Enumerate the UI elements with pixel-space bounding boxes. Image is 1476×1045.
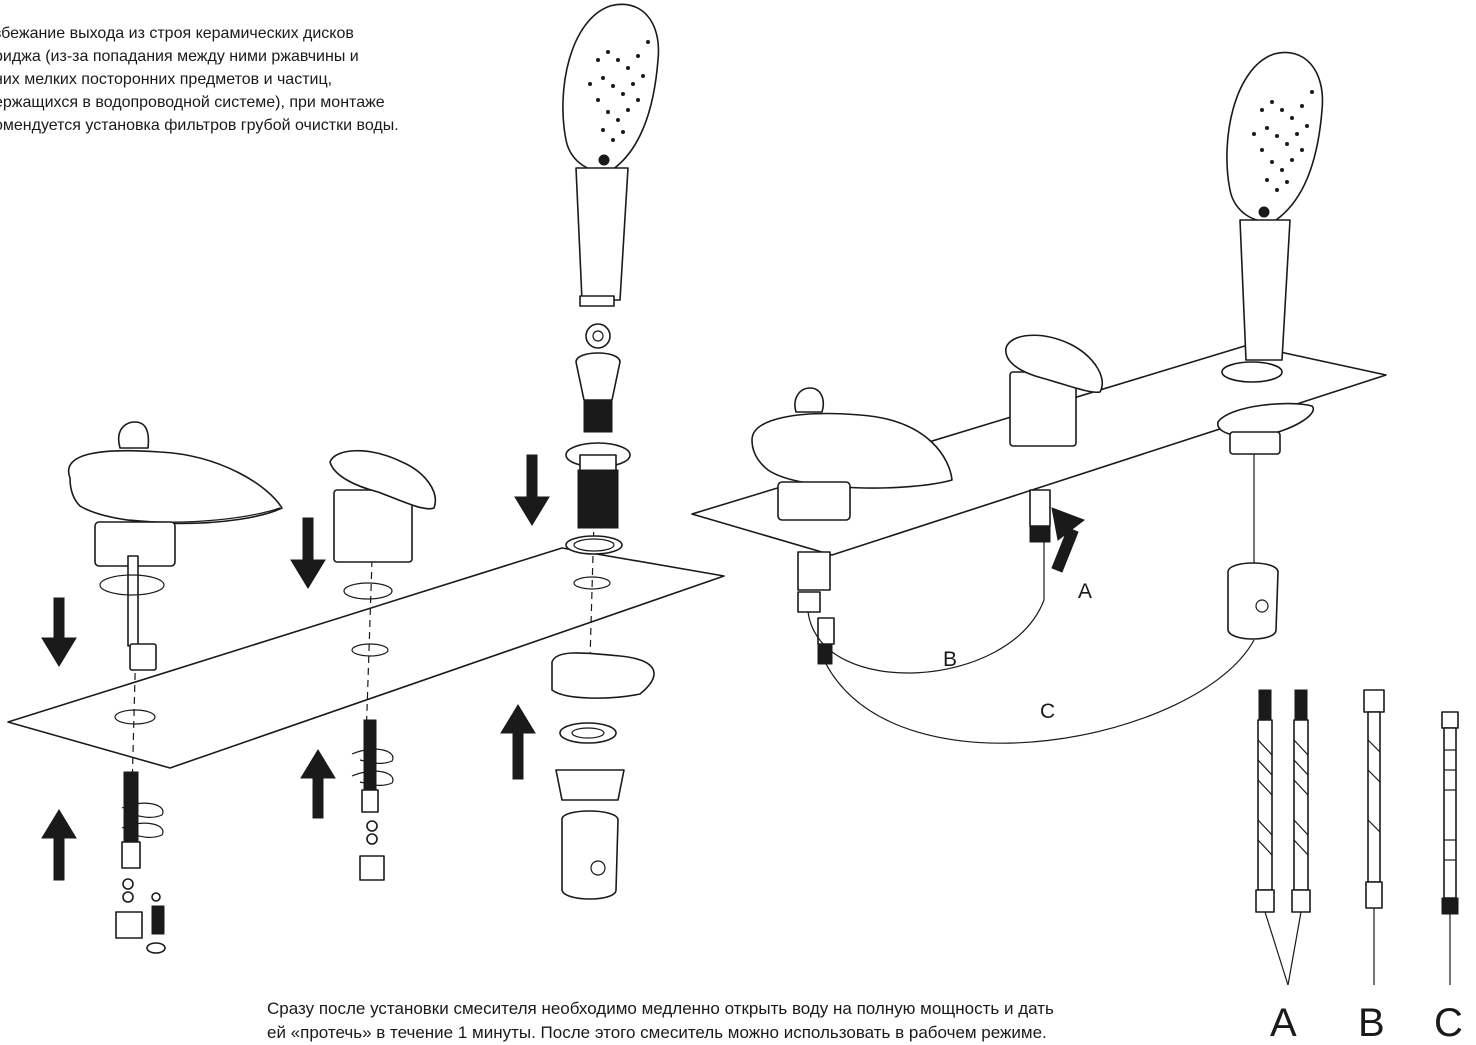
label-b: B: [943, 648, 957, 671]
shower-hose-c: [1441, 711, 1459, 915]
spout: [751, 387, 953, 521]
shower-holder-stem: [565, 442, 631, 529]
legend-a: A: [1270, 1001, 1297, 1040]
exploded-view: [7, 3, 725, 954]
spout-connector: [115, 771, 166, 954]
handshower: [1221, 51, 1324, 383]
note-line: них мелких посторонних предметов и части…: [0, 71, 333, 88]
mixer-body: [329, 449, 437, 563]
hose-b: [807, 542, 1045, 674]
flush-instruction-note: Сразу после установки смесителя необходи…: [267, 997, 1227, 1045]
mixer-connector: [351, 719, 394, 881]
note-line: риджа (из-за попадания между ними ржавчи…: [0, 48, 359, 65]
washer: [559, 722, 617, 744]
arrow-down-icon: [41, 597, 77, 667]
hose-weight: [1227, 562, 1279, 640]
handshower: [562, 3, 660, 307]
holder-flange: [551, 652, 655, 699]
hose-legend: A B C: [1255, 689, 1463, 1040]
filter-recommendation-note: збежание выхода из строя керамических ди…: [0, 22, 514, 137]
note-line: омендуется установка фильтров грубой очи…: [0, 117, 399, 134]
hose-weight: [561, 810, 619, 900]
arrow-up-icon: [300, 749, 336, 819]
arrow-up-icon: [500, 704, 536, 780]
hose-c: [825, 639, 1255, 744]
arrow-up-icon: [1051, 507, 1086, 573]
label-a: A: [1078, 580, 1092, 603]
braided-hose-a: [1291, 689, 1311, 913]
plate-hole: [573, 576, 611, 590]
note-line: ей «протечь» в течение 1 минуты. После э…: [267, 1023, 1047, 1042]
legend-b: B: [1358, 1001, 1385, 1040]
braided-hose-a: [1255, 689, 1275, 913]
arrow-down-icon: [290, 517, 326, 589]
alignment-line: [365, 559, 373, 741]
note-line: Сразу после установки смесителя необходи…: [267, 999, 1054, 1018]
plate-hole: [351, 643, 389, 657]
plate-hole: [114, 709, 156, 725]
spray-nozzles: [588, 40, 650, 142]
mixer-body: [1005, 334, 1104, 447]
deck-plate: [7, 547, 725, 769]
washer: [585, 323, 611, 349]
spout: [67, 421, 283, 671]
braided-hose-b: [1363, 689, 1385, 909]
o-ring: [99, 574, 165, 596]
fixing-nut: [555, 769, 625, 801]
hose-nut: [575, 352, 621, 433]
arrow-up-icon: [41, 809, 77, 881]
o-ring: [343, 582, 393, 600]
label-c: C: [1040, 700, 1055, 723]
assembled-view: A B C: [691, 51, 1387, 744]
legend-c: C: [1434, 1001, 1463, 1040]
note-line: ержащихся в водопроводной системе), при …: [0, 94, 385, 111]
arrow-down-icon: [514, 454, 550, 526]
note-line: збежание выхода из строя керамических ди…: [0, 25, 354, 42]
